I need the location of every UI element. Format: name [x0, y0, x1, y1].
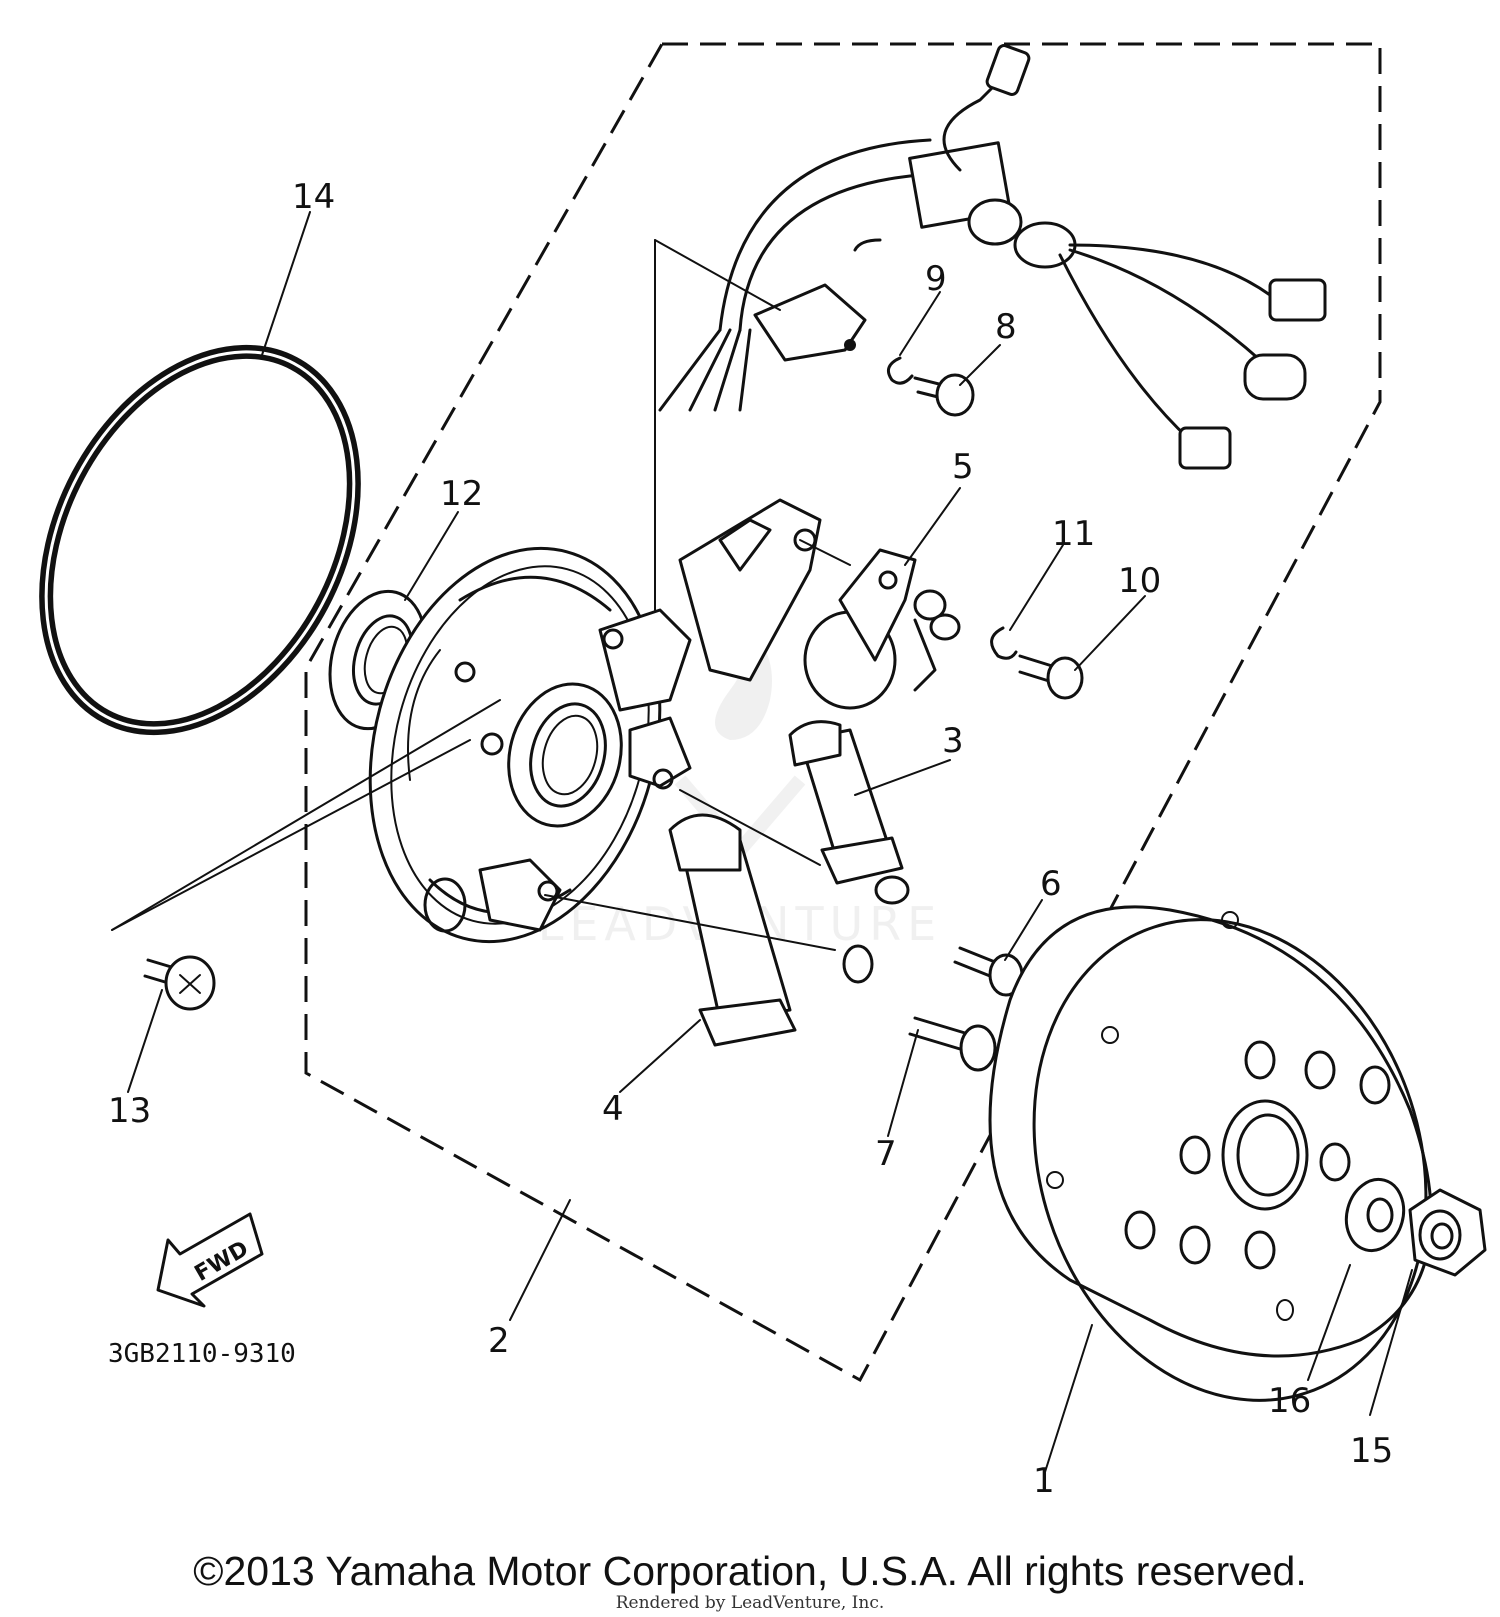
part-label-10: 10 [1118, 561, 1161, 601]
forward-arrow-icon: FWD [156, 1212, 264, 1308]
part-label-16: 16 [1268, 1381, 1311, 1421]
washer-11 [990, 626, 1018, 660]
assembly-boundary [304, 42, 1382, 1383]
part-label-15: 15 [1350, 1431, 1393, 1471]
charge-coil [788, 720, 910, 905]
part-label-3: 3 [942, 721, 964, 761]
copyright-notice: ©2013 Yamaha Motor Corporation, U.S.A. A… [193, 1548, 1307, 1594]
part-label-2: 2 [488, 1321, 510, 1361]
rendered-by-notice: Rendered by LeadVenture, Inc. [615, 1593, 885, 1613]
screw-8-lower [953, 946, 1024, 997]
screw-7 [908, 1016, 997, 1072]
part-label-12: 12 [440, 474, 483, 514]
pickup-coil [803, 548, 937, 710]
screw-8-upper [913, 373, 975, 417]
diagram-code: 3GB2110-9310 [108, 1339, 296, 1369]
part-label-6: 6 [1040, 864, 1062, 904]
part-number-labels: 14 12 9 8 5 11 10 3 6 13 4 7 2 16 15 1 [108, 177, 1393, 1501]
part-label-1: 1 [1033, 1461, 1055, 1501]
washer-9 [886, 356, 914, 385]
part-label-11: 11 [1052, 514, 1095, 554]
part-label-8: 8 [995, 307, 1017, 347]
flywheel-rotor [988, 905, 1433, 1402]
o-ring [39, 344, 361, 736]
wire-harness [658, 44, 1327, 470]
part-label-7: 7 [875, 1134, 897, 1174]
part-label-9: 9 [925, 259, 947, 299]
part-label-13: 13 [108, 1091, 151, 1131]
part-label-14: 14 [292, 177, 335, 217]
nut-15 [1408, 1188, 1487, 1277]
washer-16 [1344, 1177, 1406, 1253]
stator-base-plate [368, 546, 692, 944]
screw-10 [1018, 654, 1084, 700]
clamp-small [913, 589, 961, 641]
part-label-5: 5 [952, 447, 974, 487]
part-label-4: 4 [602, 1089, 624, 1129]
lighting-coil [668, 813, 874, 1047]
pickup-bracket [678, 498, 822, 682]
screw-13 [143, 955, 216, 1011]
leader-lines [111, 211, 1413, 1473]
